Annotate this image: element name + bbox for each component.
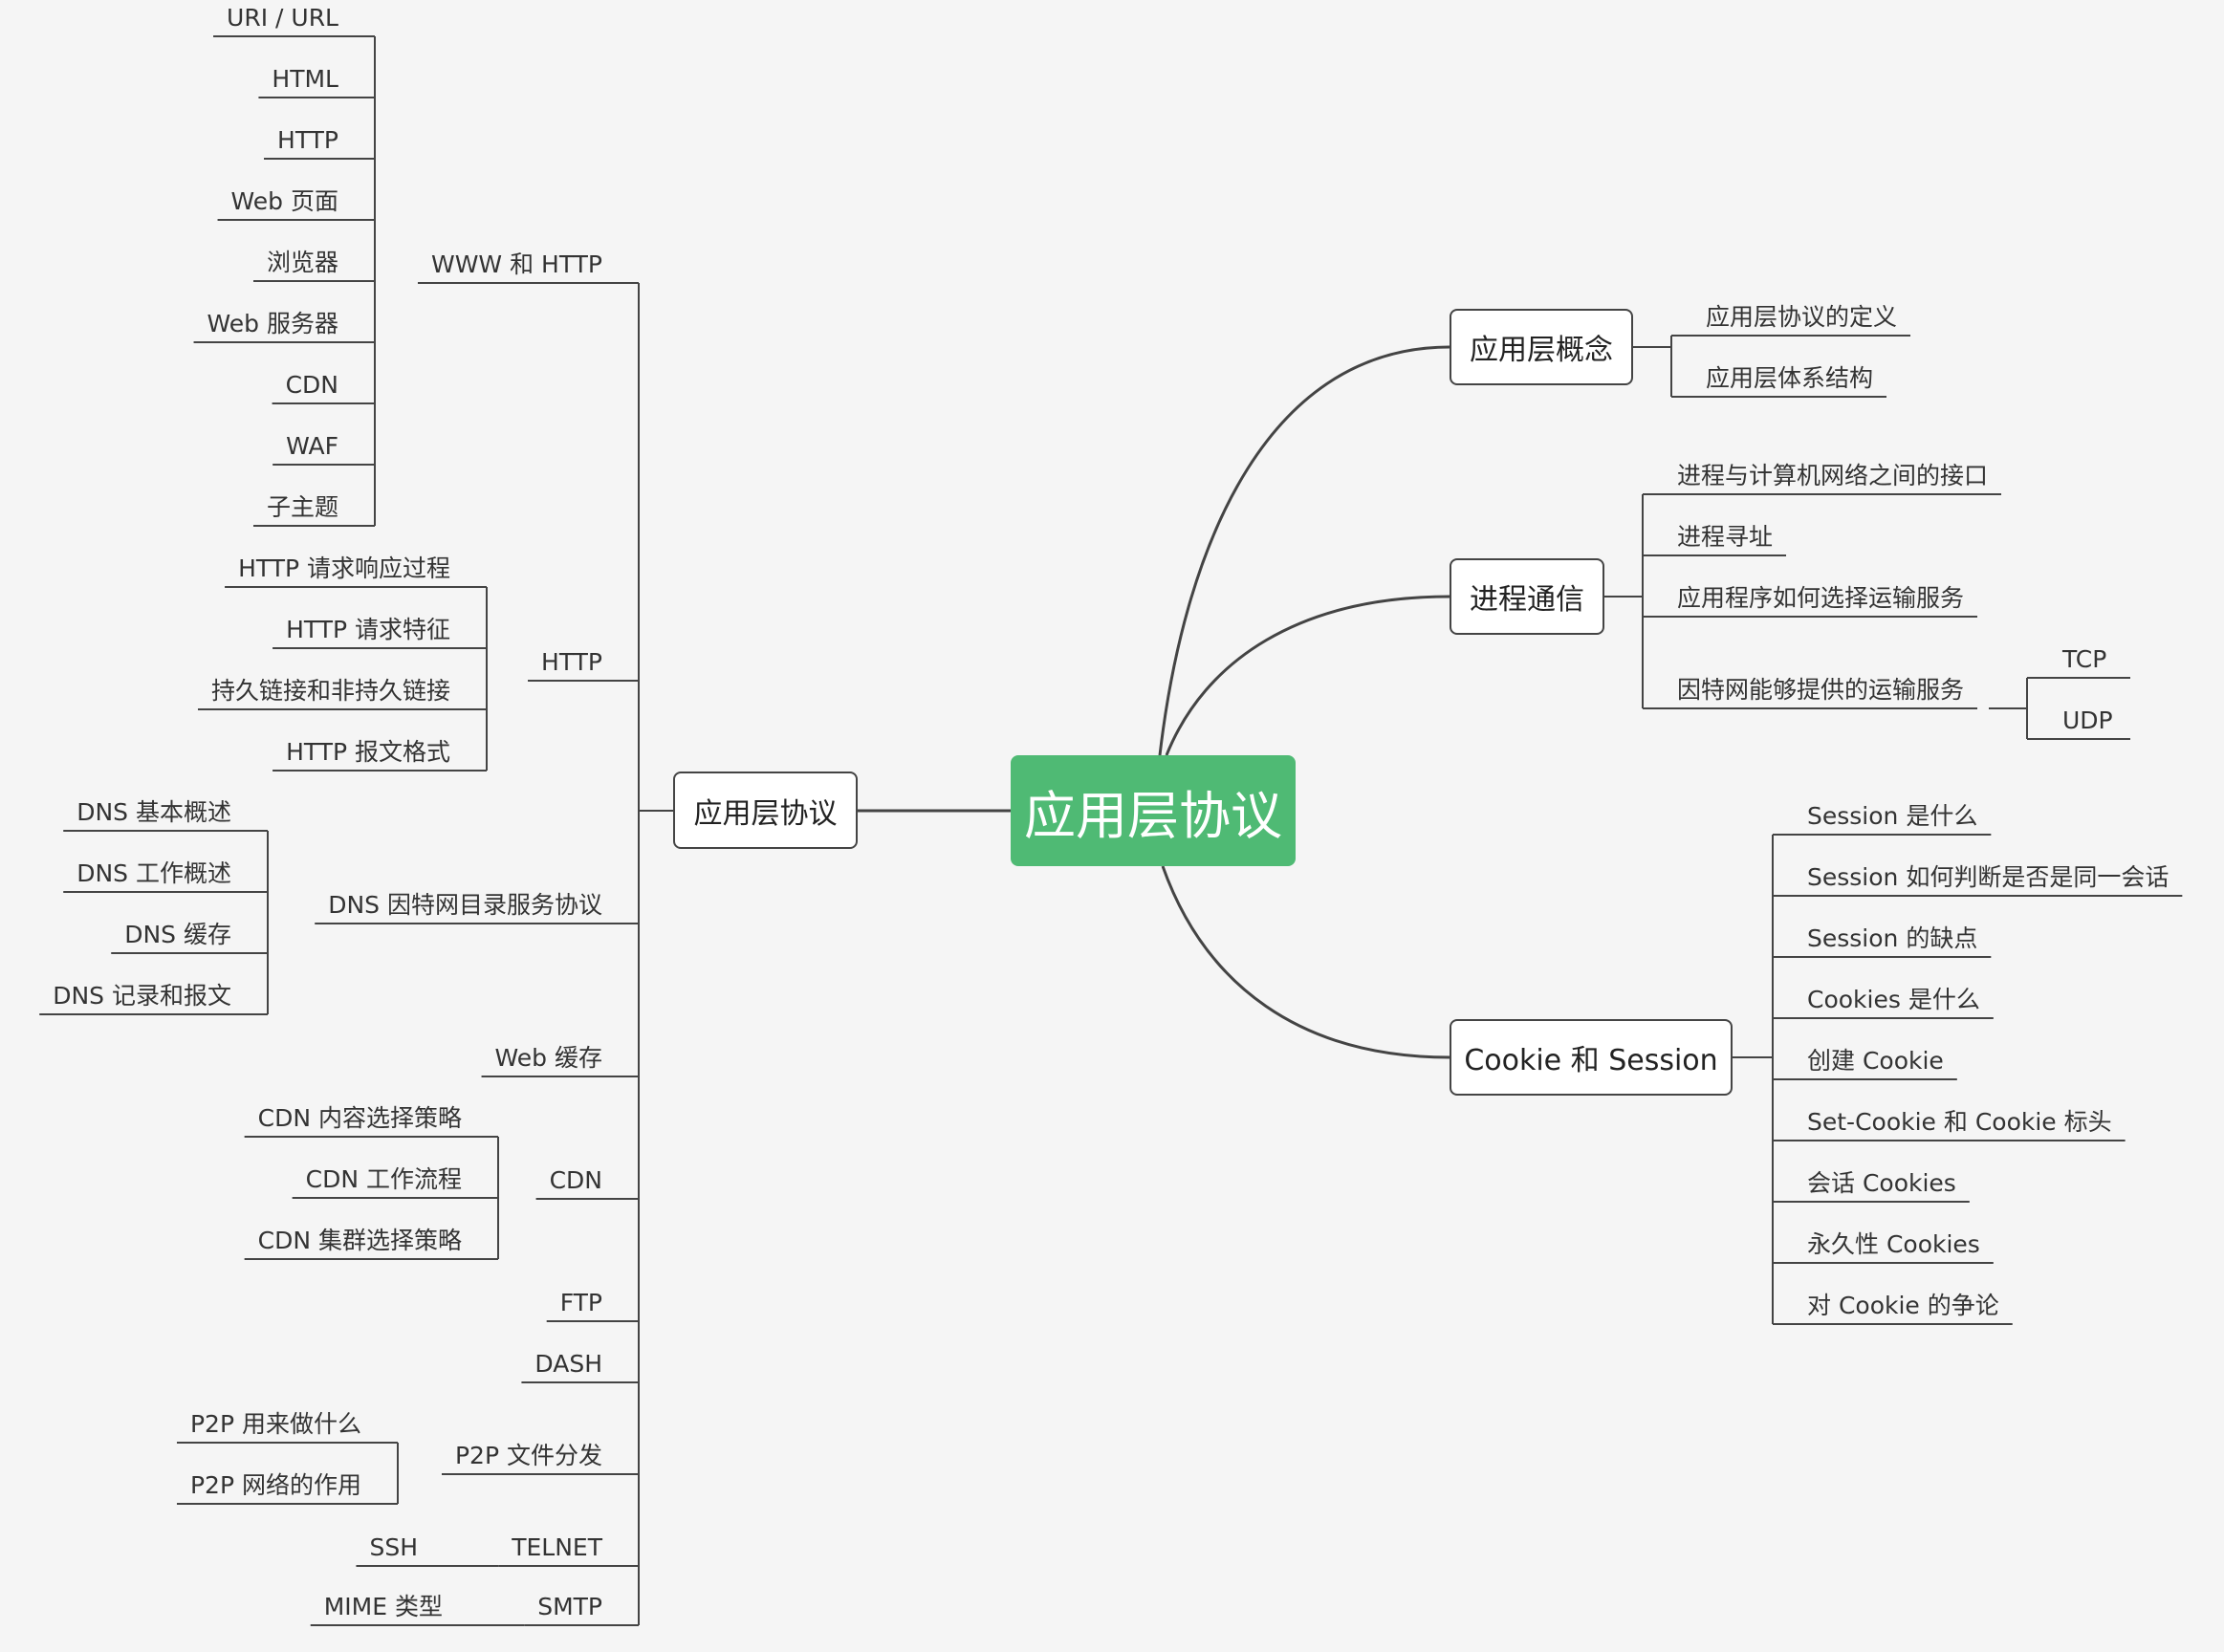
leaf-0-2: HTTP xyxy=(277,126,338,154)
leaf-0-3: Web 页面 xyxy=(230,187,338,215)
branch-3: Web 缓存 xyxy=(494,1044,602,1072)
main-topic-right-0[interactable]: 应用层概念 xyxy=(1450,309,1633,385)
leaf-r2-1: Session 如何判断是否是同一会话 xyxy=(1807,863,2169,891)
leaf-r2-7: 永久性 Cookies xyxy=(1807,1230,1980,1258)
leaf-r1-1: 进程寻址 xyxy=(1677,523,1774,551)
leaf-r2-3: Cookies 是什么 xyxy=(1807,986,1980,1013)
leaf-2-0: DNS 基本概述 xyxy=(76,798,231,826)
leaf-2-2: DNS 缓存 xyxy=(124,921,231,948)
leaf-r2-0: Session 是什么 xyxy=(1807,802,1978,830)
leaf-transport-1: UDP xyxy=(2062,706,2113,734)
leaf-r2-2: Session 的缺点 xyxy=(1807,924,1978,952)
branch-6: DASH xyxy=(534,1350,602,1378)
leaf-7-1: P2P 网络的作用 xyxy=(189,1471,361,1499)
branch-4: CDN xyxy=(549,1166,602,1194)
leaf-2-1: DNS 工作概述 xyxy=(76,859,231,887)
leaf-r1-2: 应用程序如何选择运输服务 xyxy=(1677,584,1965,612)
branch-5: FTP xyxy=(559,1289,602,1316)
leaf-1-3: HTTP 报文格式 xyxy=(286,738,450,766)
leaf-8-0: SSH xyxy=(369,1533,418,1561)
leaf-4-1: CDN 工作流程 xyxy=(305,1165,462,1193)
leaf-1-0: HTTP 请求响应过程 xyxy=(238,554,450,582)
root-to-concept-connector xyxy=(1158,345,1450,756)
branch-2: DNS 因特网目录服务协议 xyxy=(328,891,602,919)
branch-7: P2P 文件分发 xyxy=(454,1442,602,1469)
leaf-r2-5: Set-Cookie 和 Cookie 标头 xyxy=(1807,1108,2112,1136)
leaf-0-1: HTML xyxy=(272,65,338,93)
branch-8: TELNET xyxy=(512,1533,602,1561)
leaf-0-6: CDN xyxy=(285,371,338,399)
leaf-1-2: 持久链接和非持久链接 xyxy=(210,677,450,705)
main-topic-right-2[interactable]: Cookie 和 Session xyxy=(1450,1019,1733,1096)
leaf-0-7: WAF xyxy=(286,432,338,460)
leaf-0-4: 浏览器 xyxy=(266,249,338,276)
leaf-transport-0: TCP xyxy=(2062,645,2107,673)
leaf-4-2: CDN 集群选择策略 xyxy=(257,1227,462,1254)
leaf-0-0: URI / URL xyxy=(227,4,338,32)
branch-9: SMTP xyxy=(537,1593,602,1620)
leaf-0-8: 子主题 xyxy=(266,493,338,521)
root-to-cookie-connector xyxy=(1161,865,1450,1059)
leaf-r2-6: 会话 Cookies xyxy=(1807,1169,1956,1197)
branch-0: WWW 和 HTTP xyxy=(430,250,602,278)
leaf-7-0: P2P 用来做什么 xyxy=(189,1410,361,1438)
root-topic[interactable]: 应用层协议 xyxy=(1011,755,1296,866)
branch-1: HTTP xyxy=(541,648,602,676)
root-to-process-connector xyxy=(1165,595,1450,756)
leaf-r1-3: 因特网能够提供的运输服务 xyxy=(1677,676,1965,704)
main-topic-right-1[interactable]: 进程通信 xyxy=(1450,558,1604,635)
leaf-r0-0: 应用层协议的定义 xyxy=(1706,303,1898,331)
leaf-r2-8: 对 Cookie 的争论 xyxy=(1807,1292,1999,1319)
leaf-4-0: CDN 内容选择策略 xyxy=(257,1104,462,1132)
leaf-9-0: MIME 类型 xyxy=(323,1593,443,1620)
leaf-1-1: HTTP 请求特征 xyxy=(286,616,450,643)
leaf-2-3: DNS 记录和报文 xyxy=(53,982,231,1010)
leaf-0-5: Web 服务器 xyxy=(207,310,338,337)
leaf-r0-1: 应用层体系结构 xyxy=(1706,364,1874,392)
main-topic-left[interactable]: 应用层协议 xyxy=(673,772,858,849)
leaf-r1-0: 进程与计算机网络之间的接口 xyxy=(1677,462,1989,489)
leaf-r2-4: 创建 Cookie xyxy=(1807,1047,1944,1075)
